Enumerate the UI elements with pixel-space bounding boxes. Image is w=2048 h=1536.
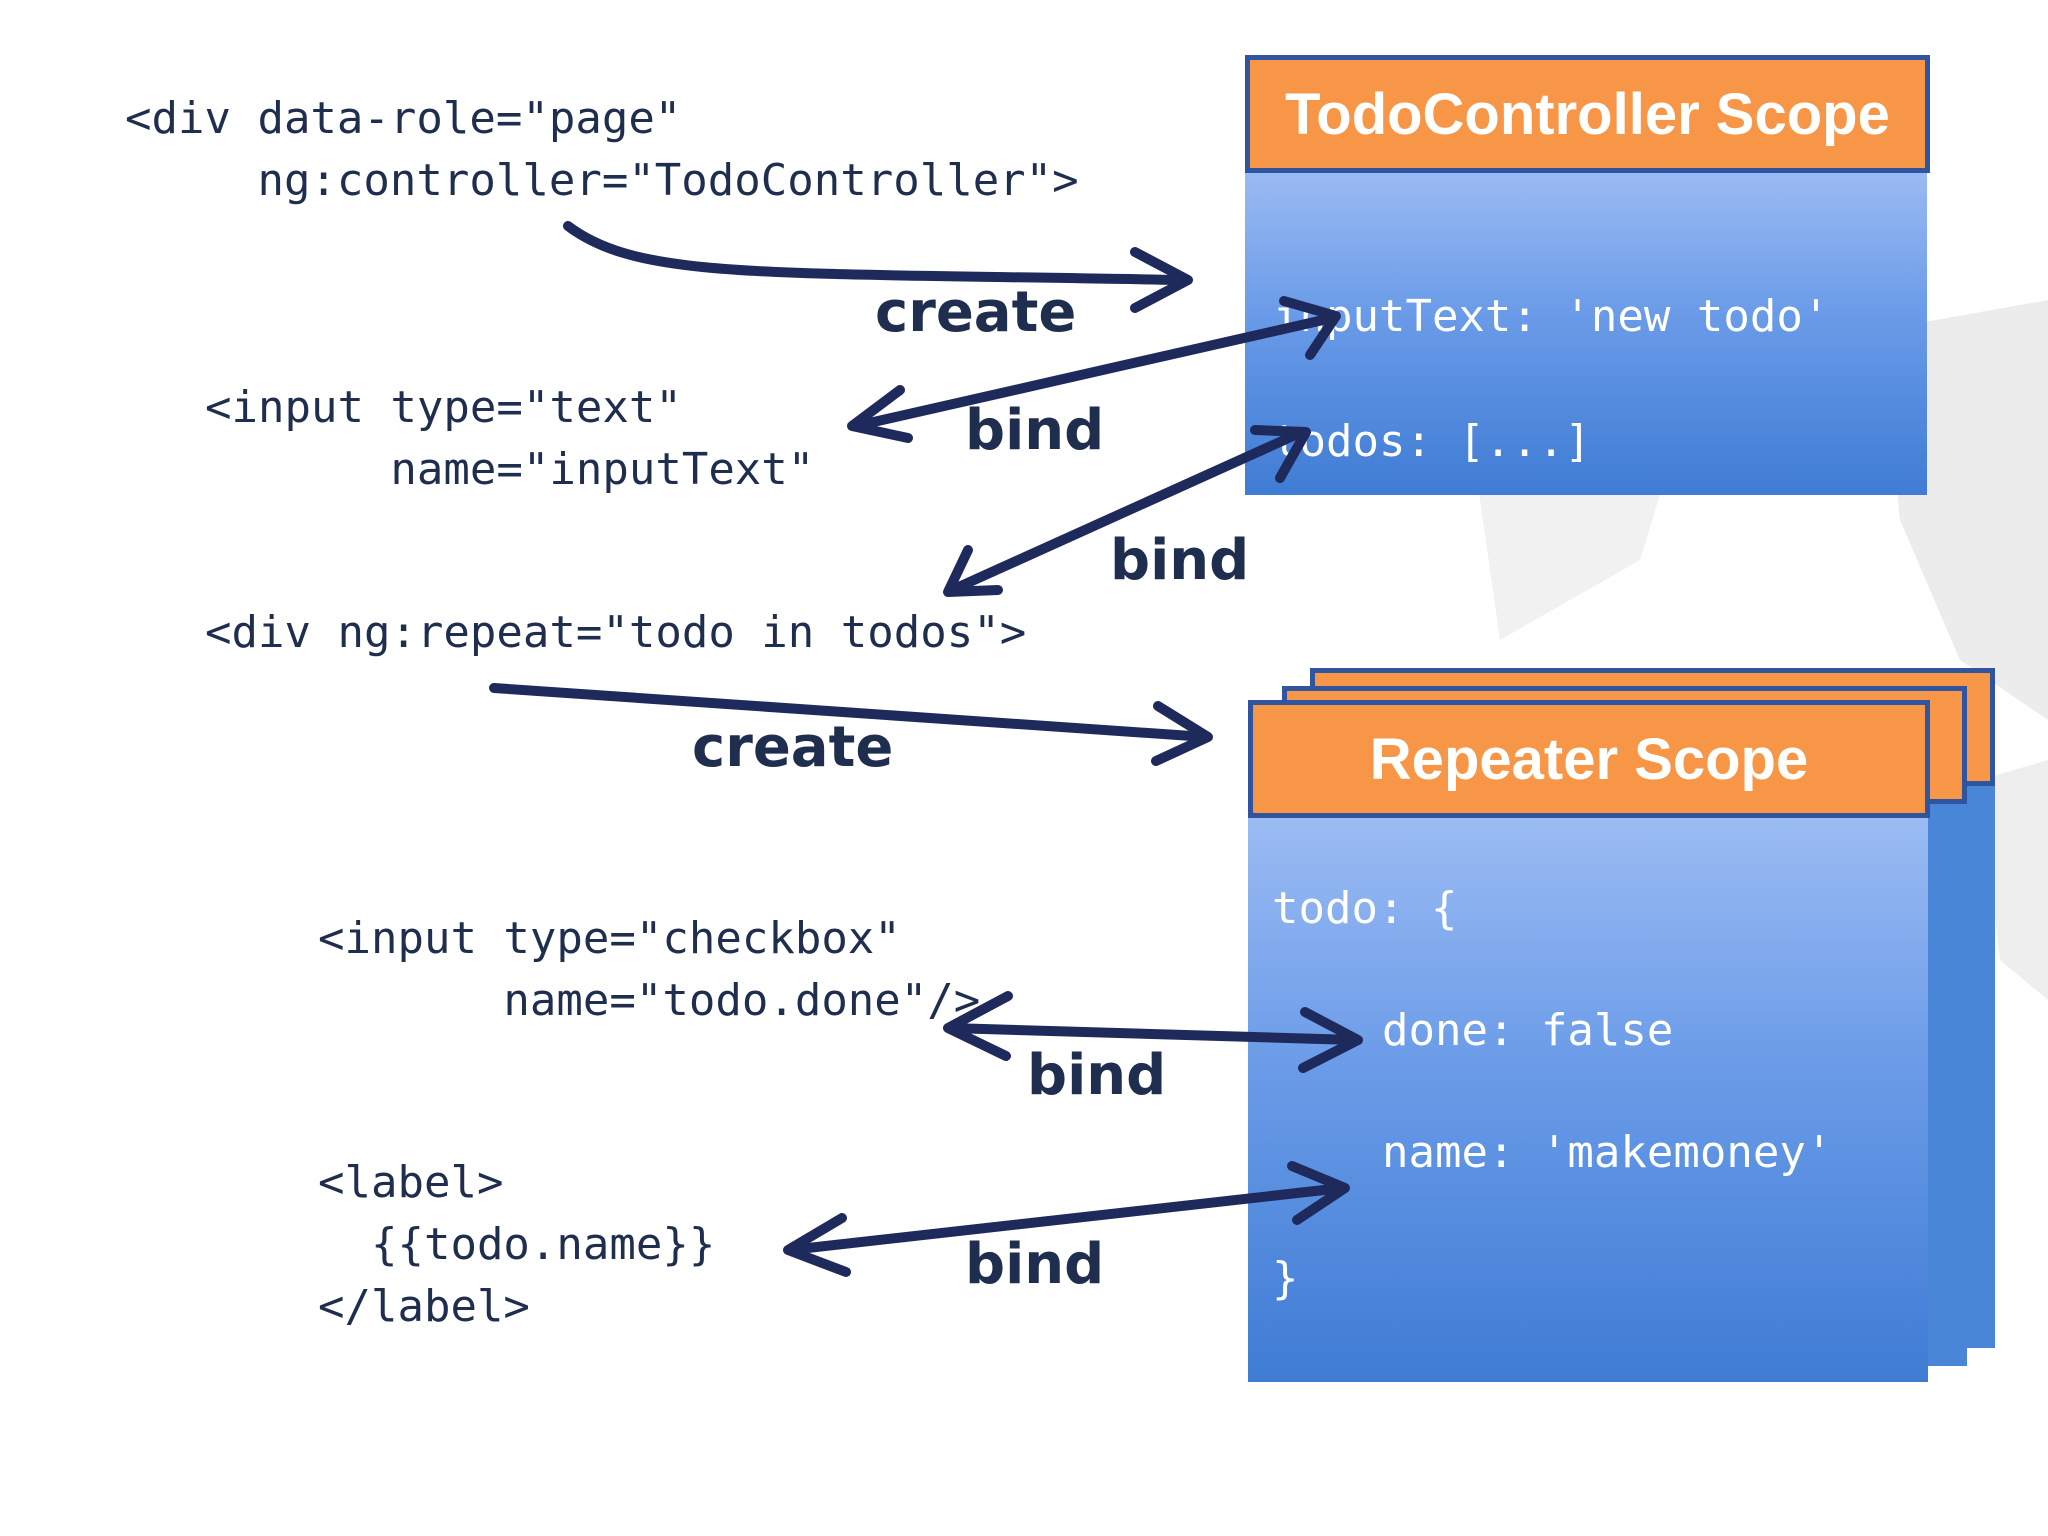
code-text-input: <input type="text" name="inputText": [205, 377, 814, 501]
code-line: {{todo.name}}: [318, 1219, 716, 1270]
create-repeater-arrowhead: [1151, 701, 1213, 766]
code-label: <label> {{todo.name}} </label>: [318, 1152, 715, 1338]
repeater-scope-title: Repeater Scope: [1248, 700, 1930, 818]
code-line: name="todo.done"/>: [318, 975, 981, 1026]
bind-done-arrow: [945, 1023, 1360, 1045]
create-controller-label: create: [875, 280, 1077, 345]
code-checkbox-input: <input type="checkbox" name="todo.done"/…: [318, 908, 980, 1032]
repeater-scope-line: todo: {: [1272, 883, 1458, 934]
create-repeater-arrow: [489, 683, 1211, 742]
repeater-scope-box: Repeater Scope todo: { done: false name:…: [1248, 700, 1930, 1382]
create-repeater-label: create: [692, 715, 894, 780]
bind-todos-arrow: [947, 427, 1307, 595]
repeater-scope-line: name: 'makemoney': [1382, 1127, 1833, 1178]
code-line: </label>: [318, 1281, 530, 1332]
code-line: <div data-role="page": [125, 93, 682, 144]
repeater-scope-line: done: false: [1382, 1005, 1674, 1056]
code-line: <div ng:repeat="todo in todos">: [205, 607, 1027, 658]
repeater-scope-body: [1248, 812, 1928, 1382]
create-controller-arrowhead: [1130, 247, 1193, 313]
controller-scope-title: TodoController Scope: [1245, 55, 1930, 173]
code-page-div: <div data-role="page" ng:controller="Tod…: [125, 88, 1079, 212]
controller-scope-box: TodoController Scope inputText: 'new tod…: [1245, 55, 1930, 495]
bind-todos-arrowhead-left: [943, 545, 1003, 597]
bind-done-label: bind: [1027, 1043, 1167, 1108]
code-line: ng:controller="TodoController">: [125, 155, 1079, 206]
code-repeat-div: <div ng:repeat="todo in todos">: [205, 602, 1026, 664]
bind-name-arrowhead-right: [1287, 1161, 1350, 1225]
bind-todos-arrowhead-right: [1250, 425, 1311, 483]
watermark-stroke-3: [1980, 760, 2048, 1000]
bind-input-text-arrowhead-right: [1279, 296, 1341, 360]
bind-name-arrowhead-left: [783, 1213, 851, 1277]
controller-scope-line: inputText: 'new todo': [1273, 291, 1830, 342]
repeater-scope-line: }: [1272, 1253, 1299, 1304]
bind-input-text-arrow: [851, 313, 1337, 431]
create-controller-arrow: [563, 221, 1185, 285]
bind-input-text-arrowhead-left: [847, 385, 913, 443]
code-line: name="inputText": [205, 444, 815, 495]
bind-done-arrowhead-left: [943, 991, 1013, 1061]
controller-scope-body: [1245, 167, 1927, 495]
bind-done-arrowhead-right: [1298, 1007, 1363, 1073]
bind-name-arrow: [785, 1183, 1347, 1255]
bind-input-text-label: bind: [965, 398, 1105, 463]
bind-name-label: bind: [965, 1232, 1105, 1297]
bind-todos-label: bind: [1110, 528, 1250, 593]
code-line: <input type="checkbox": [318, 913, 901, 964]
code-line: <label>: [318, 1157, 504, 1208]
code-line: <input type="text": [205, 382, 682, 433]
